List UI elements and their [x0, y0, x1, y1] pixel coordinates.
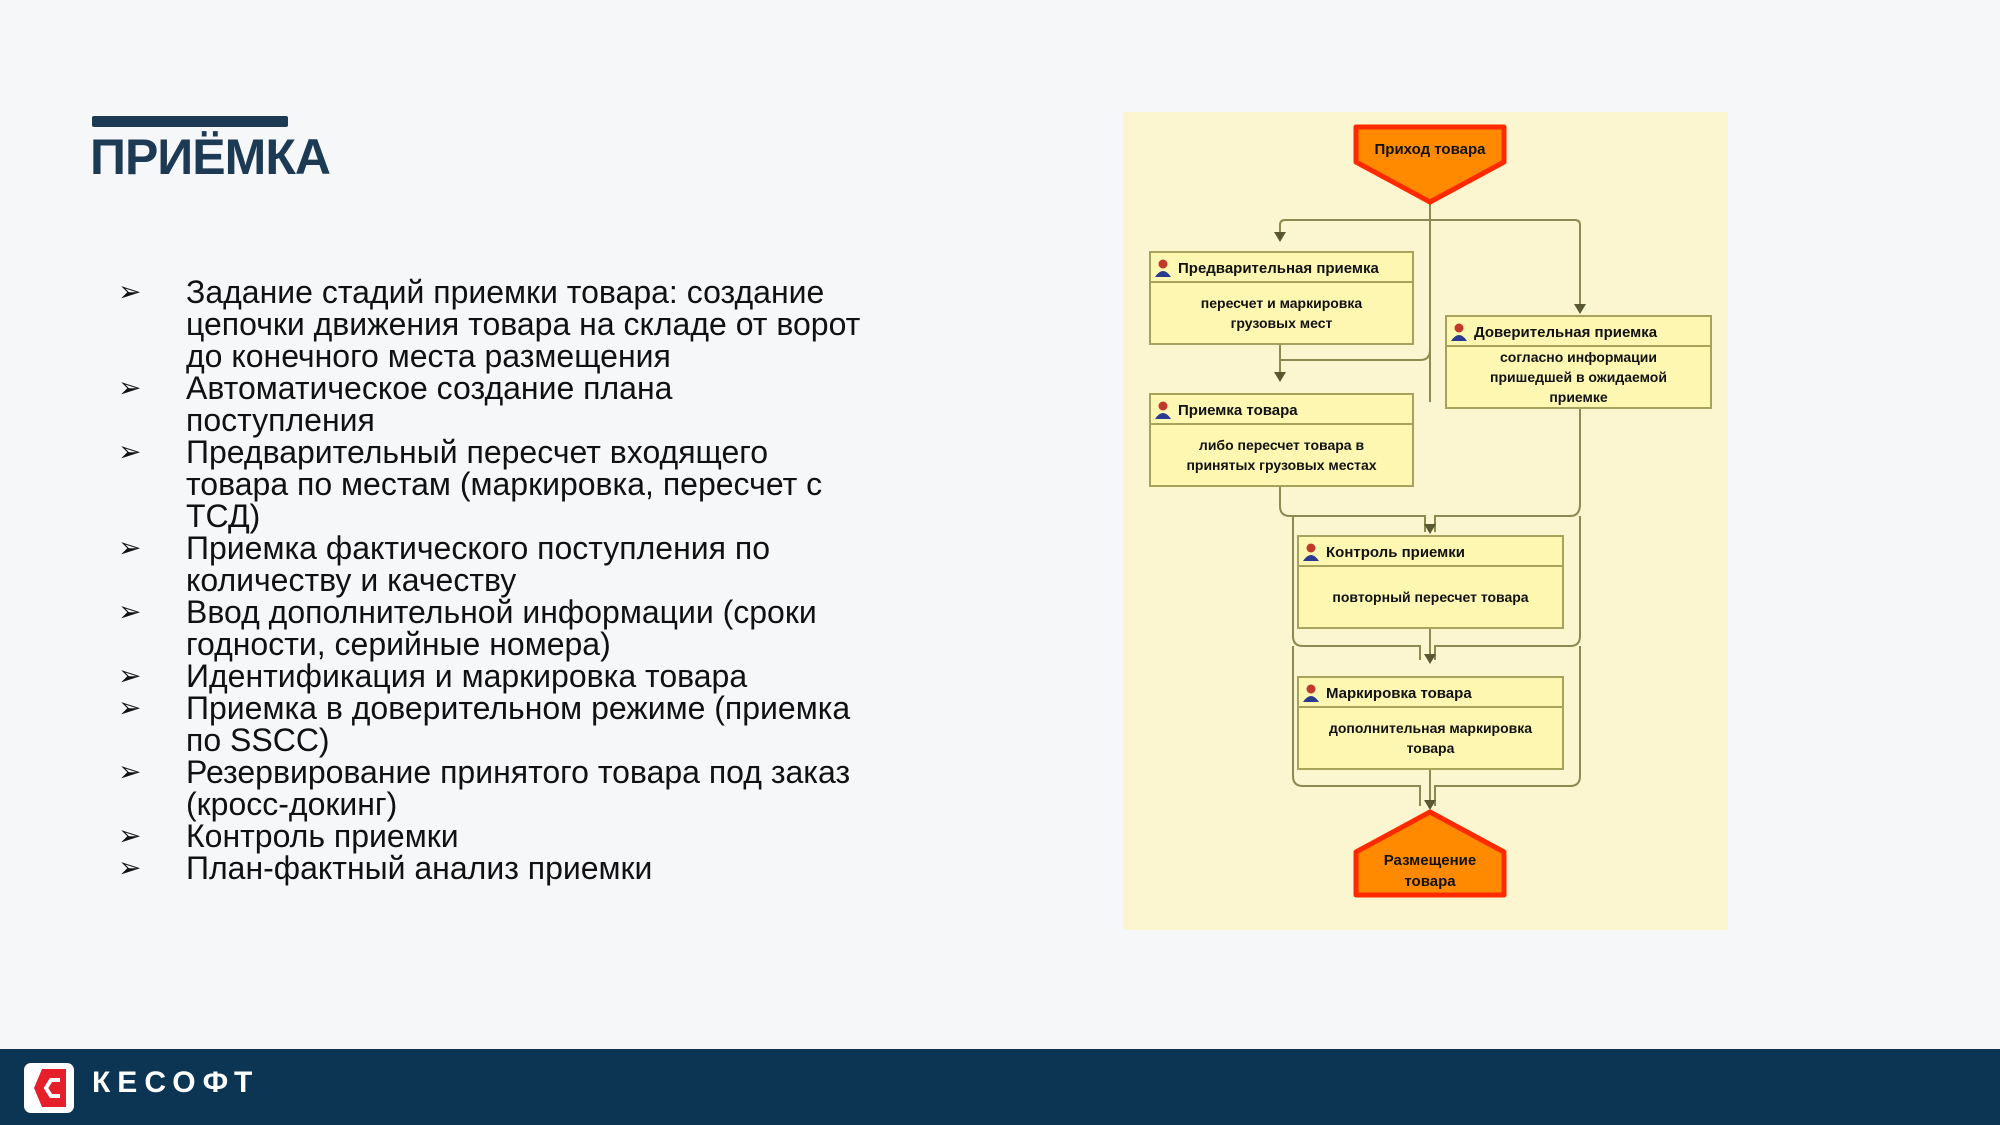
feature-list: ➢ Задание стадий приемки товара: создание… — [118, 276, 918, 884]
user-icon — [1306, 543, 1316, 553]
title-accent-bar — [92, 116, 288, 127]
user-icon — [1155, 271, 1171, 277]
feature-list-line: Контроль приемки — [186, 818, 459, 854]
feature-list-line: поступления — [186, 402, 375, 438]
arrow-head — [1574, 304, 1586, 314]
brand-name: КЕСОФТ — [92, 1066, 260, 1099]
end-terminal — [1353, 809, 1507, 898]
step-description: пришедшей в ожидаемой — [1490, 369, 1667, 385]
step-box-trust — [1445, 315, 1712, 409]
step-title: Маркировка товара — [1326, 685, 1472, 702]
step-description: либо пересчет товара в — [1199, 437, 1365, 453]
step-description: согласно информации — [1500, 349, 1657, 365]
feature-list-item: ➢ Контроль приемки — [118, 820, 918, 852]
arrow-bullet-icon: ➢ — [118, 532, 142, 563]
step-title: Приемка товара — [1178, 402, 1298, 419]
feature-list-item: ➢ Идентификация и маркировка товара — [118, 660, 918, 692]
step-box-mark — [1297, 676, 1564, 770]
feature-list-line: План-фактный анализ приемки — [186, 850, 653, 886]
step-box-control — [1297, 535, 1564, 629]
connector-line — [1434, 408, 1581, 532]
page-title: ПРИЁМКА — [90, 129, 331, 185]
step-description: принятых грузовых местах — [1186, 457, 1376, 473]
arrow-head — [1424, 800, 1436, 810]
arrow-bullet-icon: ➢ — [118, 660, 142, 691]
user-icon — [1306, 684, 1316, 694]
feature-list-item: ➢ Приемка в доверительном режиме (приемка… — [118, 692, 918, 756]
step-title: Контроль приемки — [1326, 544, 1465, 561]
feature-list-line: годности, серийные номера) — [186, 626, 611, 662]
feature-list-line: Задание стадий приемки товара: создание — [186, 274, 825, 310]
arrow-bullet-icon: ➢ — [118, 436, 142, 467]
connector-line — [1292, 516, 1421, 660]
feature-list-line: Ввод дополнительной информации (сроки — [186, 594, 817, 630]
arrow-bullet-icon: ➢ — [118, 692, 142, 723]
step-description: пересчет и маркировка — [1201, 295, 1363, 311]
arrow-bullet-icon: ➢ — [118, 596, 142, 627]
user-icon — [1303, 696, 1319, 702]
feature-list-line: Приемка фактического поступления по — [186, 530, 770, 566]
user-icon — [1454, 323, 1464, 333]
start-terminal — [1353, 124, 1507, 205]
connector-line — [1430, 219, 1581, 310]
user-icon — [1158, 259, 1168, 269]
connector-line — [1279, 486, 1426, 532]
feature-list-line: ТСД) — [186, 498, 261, 534]
feature-list-line: Идентификация и маркировка товара — [186, 658, 748, 694]
step-box-pre — [1149, 251, 1414, 345]
feature-list-line: количеству и качеству — [186, 562, 517, 598]
connector-line — [1279, 202, 1431, 376]
step-box-accept — [1149, 393, 1414, 487]
feature-list-line: цепочки движения товара на складе от вор… — [186, 306, 861, 342]
connector-line — [1279, 219, 1430, 238]
user-icon — [1155, 413, 1171, 419]
feature-list-line: Приемка в доверительном режиме (приемка — [186, 690, 851, 726]
arrow-bullet-icon: ➢ — [118, 756, 142, 787]
connector-line — [1434, 516, 1581, 660]
step-description: товара — [1407, 740, 1455, 756]
step-title: Предварительная приемка — [1178, 260, 1380, 277]
footer-bar: КЕСОФТ — [0, 1049, 2000, 1125]
feature-list-line: товара по местам (маркировка, пересчет с — [186, 466, 823, 502]
feature-list-line: Резервирование принятого товара под зака… — [186, 754, 851, 790]
feature-list-line: до конечного места размещения — [186, 338, 671, 374]
step-title: Доверительная приемка — [1474, 324, 1658, 341]
feature-list-line: (кросс-докинг) — [186, 786, 398, 822]
step-description: грузовых мест — [1231, 315, 1333, 331]
connector-line — [1292, 646, 1421, 806]
arrow-head — [1274, 232, 1286, 242]
arrow-head — [1424, 654, 1436, 664]
end-terminal-label: товара — [1404, 873, 1456, 890]
arrow-head — [1424, 524, 1436, 534]
arrow-head — [1274, 372, 1286, 382]
kesoft-logo-icon — [24, 1063, 74, 1113]
feature-list-line: по SSCC) — [186, 722, 330, 758]
connector-line — [1434, 646, 1581, 806]
user-icon — [1303, 555, 1319, 561]
feature-list-line: Автоматическое создание плана — [186, 370, 673, 406]
arrow-bullet-icon: ➢ — [118, 372, 142, 403]
step-description: дополнительная маркировка — [1329, 720, 1532, 736]
step-description: повторный пересчет товара — [1332, 589, 1528, 605]
start-terminal-label: Приход товара — [1375, 141, 1487, 158]
arrow-bullet-icon: ➢ — [118, 820, 142, 851]
end-terminal-label: Размещение — [1384, 852, 1476, 869]
feature-list-item: ➢ Задание стадий приемки товара: создание… — [118, 276, 918, 372]
feature-list-item: ➢ Резервирование принятого товара под зак… — [118, 756, 918, 820]
user-icon — [1158, 401, 1168, 411]
feature-list-line: Предварительный пересчет входящего — [186, 434, 769, 470]
step-description: приемке — [1549, 389, 1608, 405]
arrow-bullet-icon: ➢ — [118, 852, 142, 883]
arrow-bullet-icon: ➢ — [118, 276, 142, 307]
feature-list-item: ➢ План-фактный анализ приемки — [118, 852, 918, 884]
user-icon — [1451, 335, 1467, 341]
